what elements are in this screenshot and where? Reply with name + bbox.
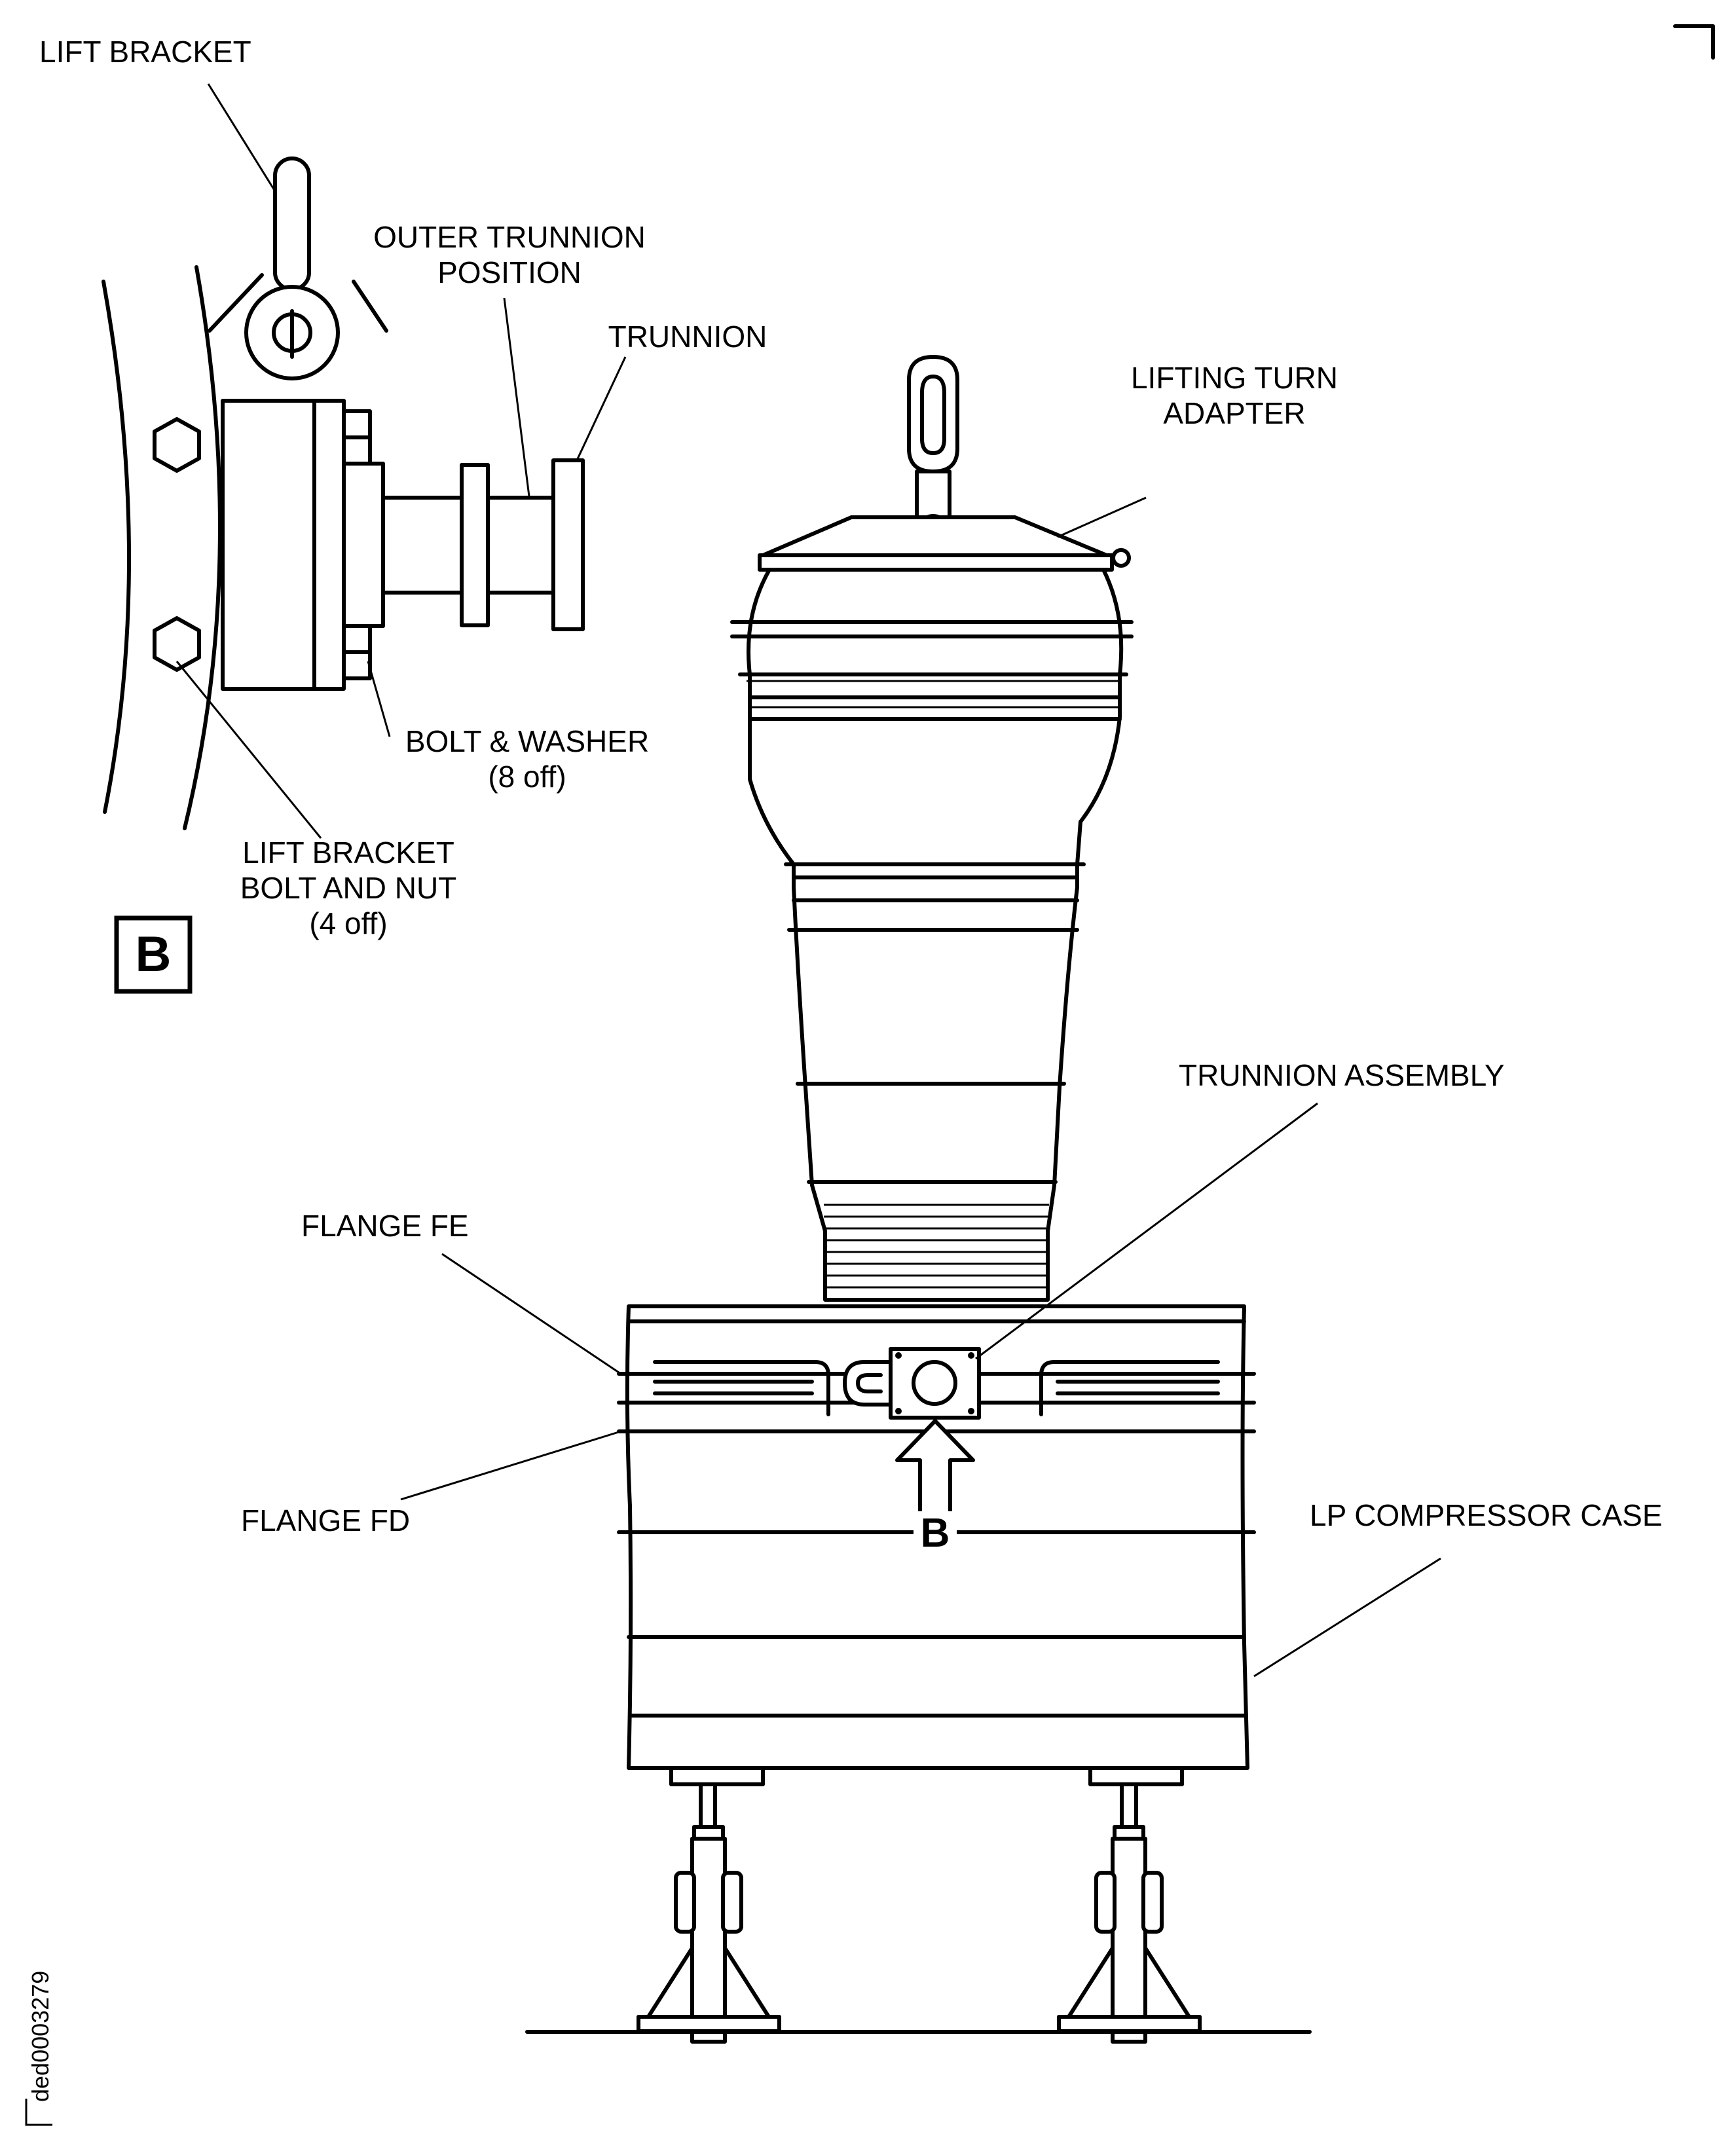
trunnion-base-plate xyxy=(342,462,385,628)
hex-nut-lower xyxy=(153,616,201,672)
adapter-cover xyxy=(761,515,1109,557)
trunnion-inner-flange xyxy=(460,463,490,627)
leader-flange-fd xyxy=(400,1430,621,1501)
stand-right-column xyxy=(1111,1837,1147,2044)
stand-right-leg-l xyxy=(1067,1946,1115,2019)
stand-right-pad xyxy=(1088,1766,1184,1786)
stand-right xyxy=(1057,1766,1202,2044)
trunnion-outer-flange xyxy=(551,458,585,631)
reference-number: ded0003279 xyxy=(27,1971,54,2102)
label-flange-fe: FLANGE FE xyxy=(301,1209,469,1243)
bracket-body xyxy=(221,399,346,691)
stand-left xyxy=(637,1766,781,2044)
lifting-turn-adapter xyxy=(758,355,1131,572)
leader-flange-fe xyxy=(441,1253,621,1375)
stand-left-handle-l xyxy=(674,1871,696,1934)
label-lift-bolt-line1: LIFT BRACKET xyxy=(242,836,454,870)
label-lift-bolt-line2: BOLT AND NUT xyxy=(240,871,457,905)
view-arrow-letter: B xyxy=(921,1511,950,1556)
adapter-rim-pin xyxy=(1111,548,1131,568)
label-outer-trunnion-line2: POSITION xyxy=(437,255,582,289)
view-b-arrow xyxy=(895,1419,975,1521)
casing-inner-line xyxy=(183,265,222,830)
view-b-letter: B xyxy=(136,927,172,982)
stand-right-handle-r xyxy=(1141,1871,1164,1934)
lift-bracket-strut-right xyxy=(352,280,388,333)
hex-nut-upper xyxy=(153,417,201,473)
plate-bolt-4 xyxy=(968,1408,974,1414)
view-arrow-letter-bg xyxy=(914,1511,957,1553)
stand-left-handle-r xyxy=(721,1871,743,1934)
label-lift-bracket: LIFT BRACKET xyxy=(39,35,251,69)
lift-bracket-shank xyxy=(273,156,311,291)
stand-left-leg-l xyxy=(646,1946,694,2019)
label-trunnion: TRUNNION xyxy=(608,320,767,354)
casing-outer-line xyxy=(102,280,131,814)
label-outer-trunnion-line1: OUTER TRUNNION xyxy=(373,220,646,254)
label-lifting-adapter-line2: ADAPTER xyxy=(1163,396,1305,430)
view-b-box xyxy=(114,915,193,994)
leader-lift-bracket xyxy=(207,83,276,192)
trunnion-lift-bracket xyxy=(843,1360,896,1407)
adapter-eye-hole xyxy=(920,375,946,455)
case-panel-left xyxy=(653,1360,830,1416)
stand-left-column xyxy=(690,1837,727,2044)
leader-lift-bolt xyxy=(175,661,322,839)
label-flange-fd: FLANGE FD xyxy=(241,1503,410,1537)
stand-right-leg-r xyxy=(1143,1946,1191,2019)
label-bolt-washer-line1: BOLT & WASHER xyxy=(405,724,649,758)
lift-bracket-strut xyxy=(208,273,264,333)
reference-bracket xyxy=(25,2099,52,2126)
label-trunnion-assembly: TRUNNION ASSEMBLY xyxy=(1179,1058,1505,1092)
plate-bolt-3 xyxy=(895,1408,902,1414)
adapter-rim xyxy=(758,553,1114,572)
trunnion-boss xyxy=(912,1360,957,1406)
leader-lifting-adapter xyxy=(1057,496,1147,538)
trunnion-assembly xyxy=(843,1347,981,1420)
leader-trunnion-assembly xyxy=(975,1102,1318,1360)
case-panel-right xyxy=(1039,1360,1220,1416)
stand-right-foot xyxy=(1057,2015,1202,2033)
plate-bolt-1 xyxy=(895,1352,902,1359)
label-lp-case: LP COMPRESSOR CASE xyxy=(1310,1498,1663,1532)
leader-bolt-washer xyxy=(367,661,391,737)
label-lifting-adapter-line1: LIFTING TURN xyxy=(1131,361,1338,395)
leader-trunnion xyxy=(575,356,627,462)
stand-left-pad xyxy=(669,1766,765,1786)
detail-b-drawing xyxy=(102,156,585,830)
corner-mark xyxy=(1673,24,1715,60)
stand-left-leg-r xyxy=(723,1946,771,2019)
leader-outer-trunnion xyxy=(503,297,530,497)
stand-left-foot xyxy=(637,2015,781,2033)
engine-module xyxy=(730,568,1134,1302)
adapter-eye-stem xyxy=(915,469,951,519)
trunnion-plate xyxy=(889,1347,981,1420)
trunnion-lift-bracket-slot xyxy=(856,1373,883,1393)
label-lift-bolt-line3: (4 off) xyxy=(309,906,387,940)
stand-right-handle-l xyxy=(1094,1871,1117,1934)
module-barrel xyxy=(747,568,1124,1302)
label-bolt-washer-line2: (8 off) xyxy=(488,760,566,794)
plate-bolt-2 xyxy=(968,1352,974,1359)
leader-lp-case xyxy=(1253,1557,1441,1678)
